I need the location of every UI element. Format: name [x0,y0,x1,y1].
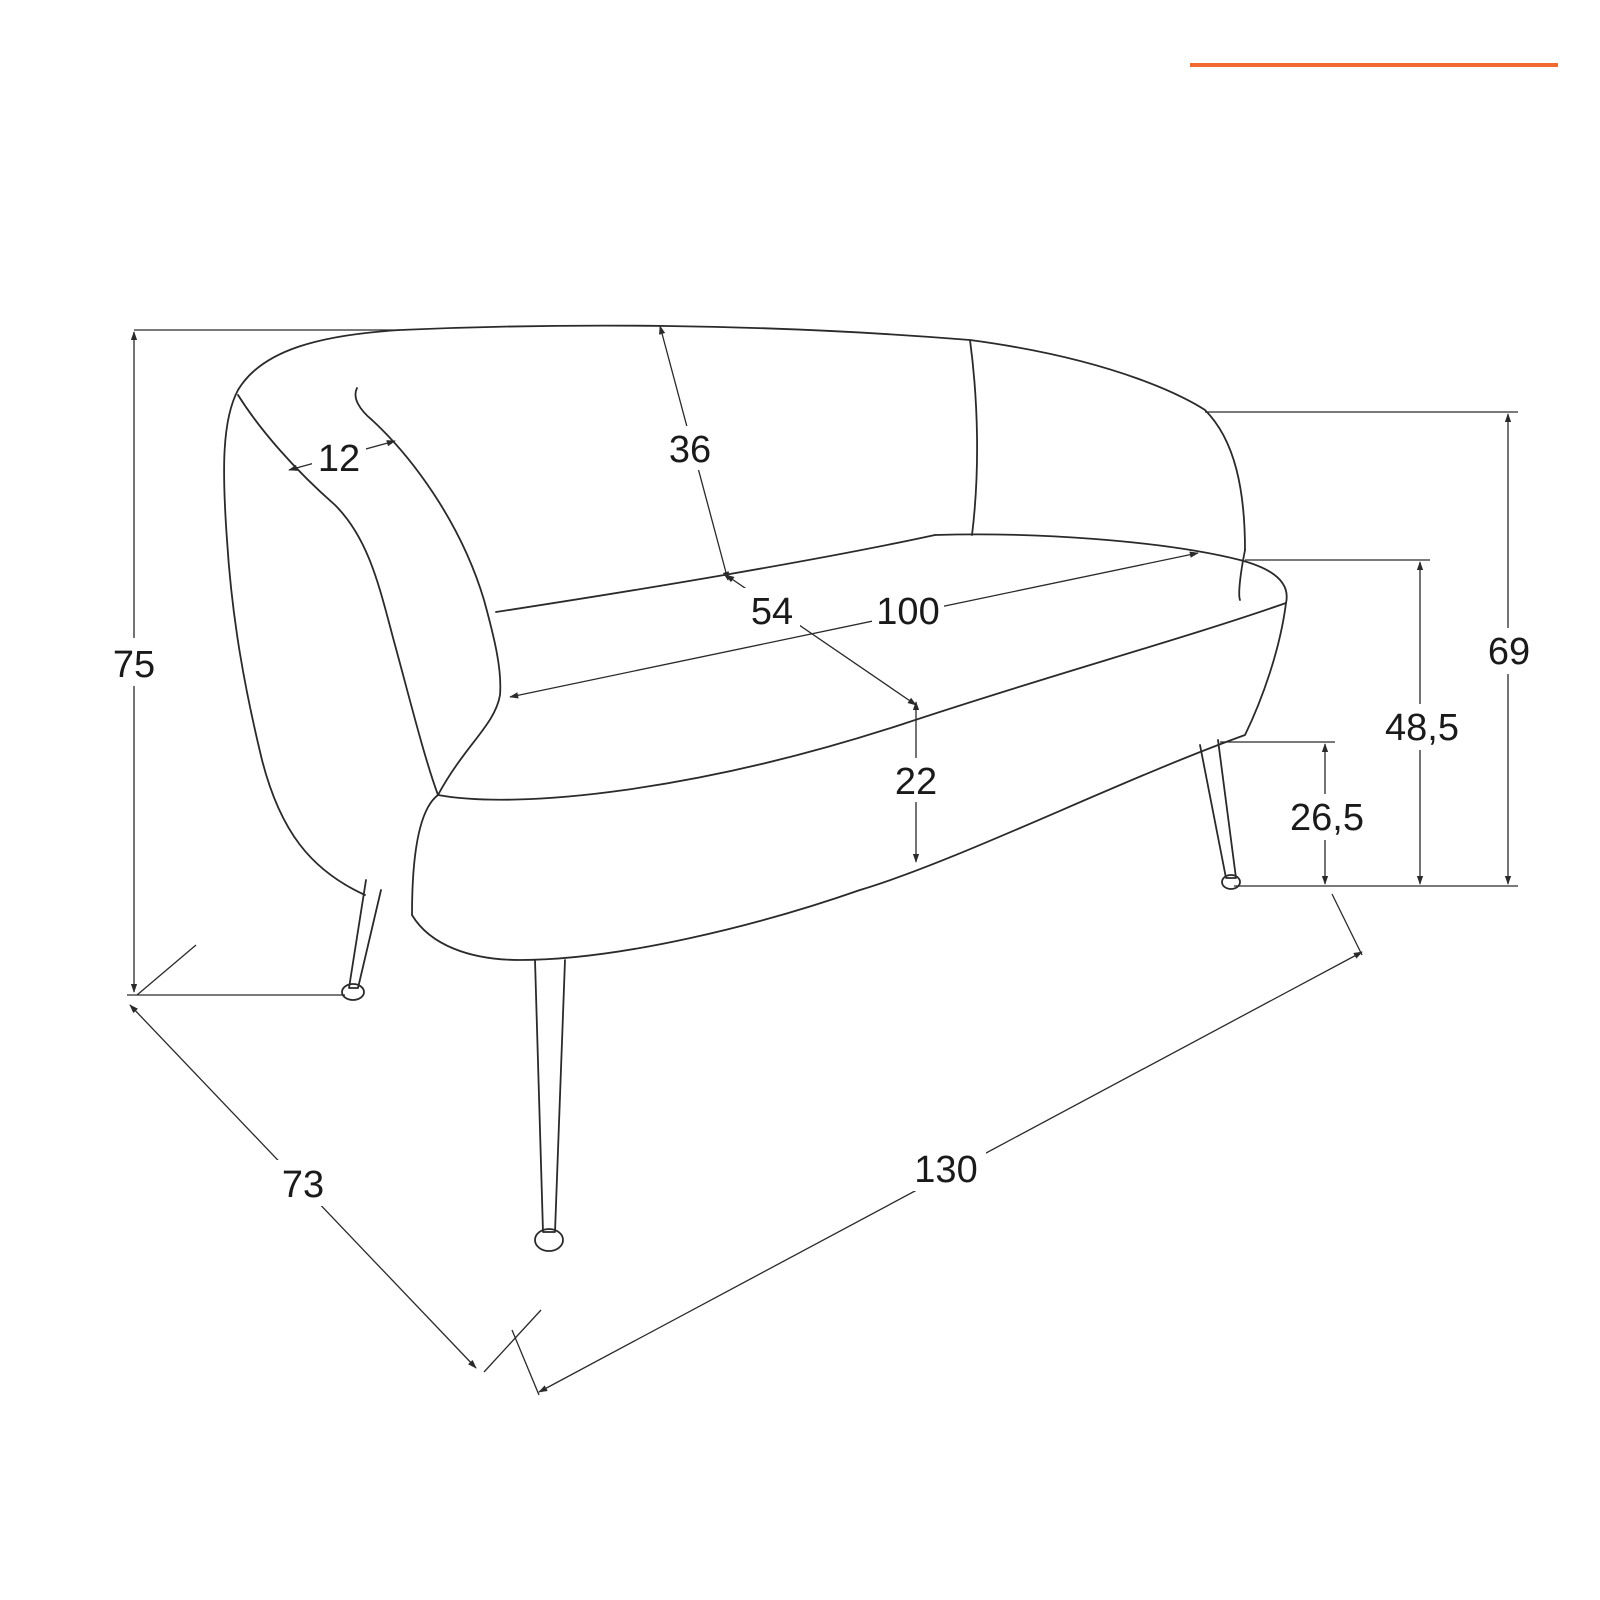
leg-height-label: 26,5 [1290,797,1364,839]
depth-label: 73 [282,1164,324,1206]
sofa-back-outline [223,324,1246,896]
back-seam-outline [969,339,978,536]
right-arm-outline [1238,549,1246,601]
armrest-height-label: 48,5 [1385,707,1459,749]
seat-depth-label: 54 [751,591,793,633]
back-height-label: 69 [1488,631,1530,673]
seat-cushion-outline [411,533,1288,916]
front-left-leg [534,959,566,1233]
width-label: 130 [914,1149,977,1191]
sofa-legs [341,739,1241,1252]
sofa-outline [223,324,1288,1252]
total-height-label: 75 [113,644,155,686]
seat-width-dimension-line [509,551,1199,699]
front-apron-outline [411,602,1287,961]
seat-width-label: 100 [876,591,939,633]
back-left-leg-foot [341,983,365,1001]
left-arm-inner-outline [237,387,502,796]
dimension-lines [127,325,1518,1396]
dimension-labels: 75 69 48,5 26,5 12 36 54 100 22 73 130 [100,426,1542,1206]
seat-cushion-label: 22 [895,761,937,803]
accent-bar [1190,63,1558,67]
armrest-width-label: 12 [318,438,360,480]
front-right-leg-foot [1221,874,1241,890]
front-right-leg [1199,739,1237,879]
backrest-height-label: 36 [669,429,711,471]
back-left-leg [348,879,382,989]
seat-back-line [495,534,936,613]
